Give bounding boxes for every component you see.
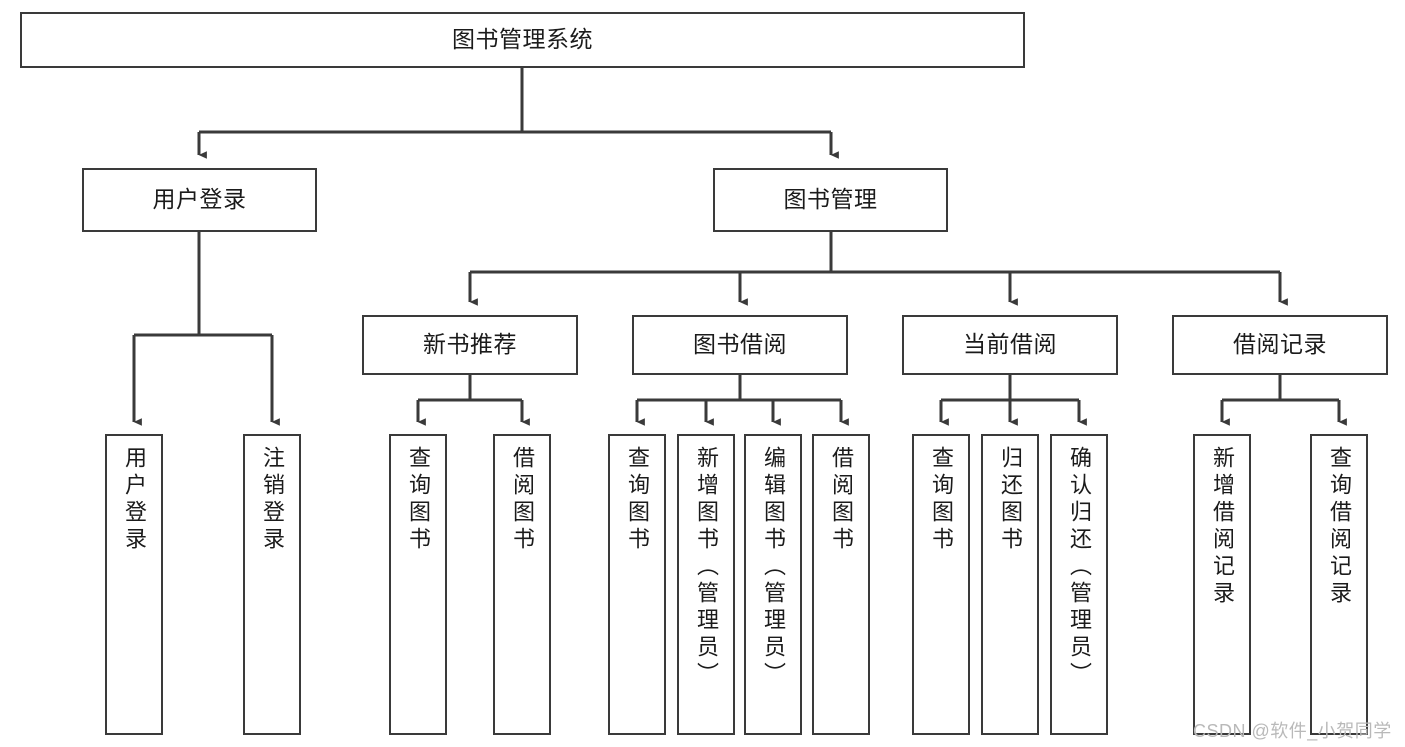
node-label: 用户登录 xyxy=(152,186,247,213)
leaf-user-login[interactable]: 用户登录 xyxy=(105,434,163,735)
leaf-query-book-recommend[interactable]: 查询图书 xyxy=(389,434,447,735)
node-new-book-recommendation[interactable]: 新书推荐 xyxy=(362,315,578,375)
node-label: 查询图书 xyxy=(406,446,431,554)
watermark: CSDN @软件_小贺同学 xyxy=(1193,721,1392,741)
node-book-management[interactable]: 图书管理 xyxy=(713,168,948,232)
node-user-login[interactable]: 用户登录 xyxy=(82,168,317,232)
leaf-add-borrow-record[interactable]: 新增借阅记录 xyxy=(1193,434,1251,735)
leaf-borrow-book[interactable]: 借阅图书 xyxy=(812,434,870,735)
node-label: 当前借阅 xyxy=(963,331,1057,358)
node-label: 新书推荐 xyxy=(423,331,517,358)
node-label: 图书管理 xyxy=(783,186,878,213)
node-label: 新增借阅记录 xyxy=(1210,446,1235,608)
node-root-book-management-system[interactable]: 图书管理系统 xyxy=(20,12,1025,68)
node-label: 用户登录 xyxy=(122,446,147,554)
node-label: 新增图书（管理员） xyxy=(694,446,719,689)
leaf-query-borrow-record[interactable]: 查询借阅记录 xyxy=(1310,434,1368,735)
node-label: 图书借阅 xyxy=(693,331,787,358)
node-book-borrowing[interactable]: 图书借阅 xyxy=(632,315,848,375)
node-label: 编辑图书（管理员） xyxy=(761,446,786,689)
node-label: 查询图书 xyxy=(625,446,650,554)
node-current-borrowing[interactable]: 当前借阅 xyxy=(902,315,1118,375)
leaf-logout[interactable]: 注销登录 xyxy=(243,434,301,735)
node-label: 借阅图书 xyxy=(829,446,854,554)
node-label: 借阅图书 xyxy=(510,446,535,554)
node-borrowing-record[interactable]: 借阅记录 xyxy=(1172,315,1388,375)
node-label: 注销登录 xyxy=(260,446,285,554)
node-label: 借阅记录 xyxy=(1233,331,1327,358)
leaf-edit-book-admin[interactable]: 编辑图书（管理员） xyxy=(744,434,802,735)
node-label: 确认归还（管理员） xyxy=(1067,446,1092,689)
leaf-add-book-admin[interactable]: 新增图书（管理员） xyxy=(677,434,735,735)
leaf-borrow-book-recommend[interactable]: 借阅图书 xyxy=(493,434,551,735)
node-label: 图书管理系统 xyxy=(452,26,593,53)
leaf-return-book[interactable]: 归还图书 xyxy=(981,434,1039,735)
node-label: 查询借阅记录 xyxy=(1327,446,1352,608)
leaf-query-book-current[interactable]: 查询图书 xyxy=(912,434,970,735)
node-label: 归还图书 xyxy=(998,446,1023,554)
leaf-query-book-borrow[interactable]: 查询图书 xyxy=(608,434,666,735)
leaf-confirm-return-admin[interactable]: 确认归还（管理员） xyxy=(1050,434,1108,735)
node-label: 查询图书 xyxy=(929,446,954,554)
